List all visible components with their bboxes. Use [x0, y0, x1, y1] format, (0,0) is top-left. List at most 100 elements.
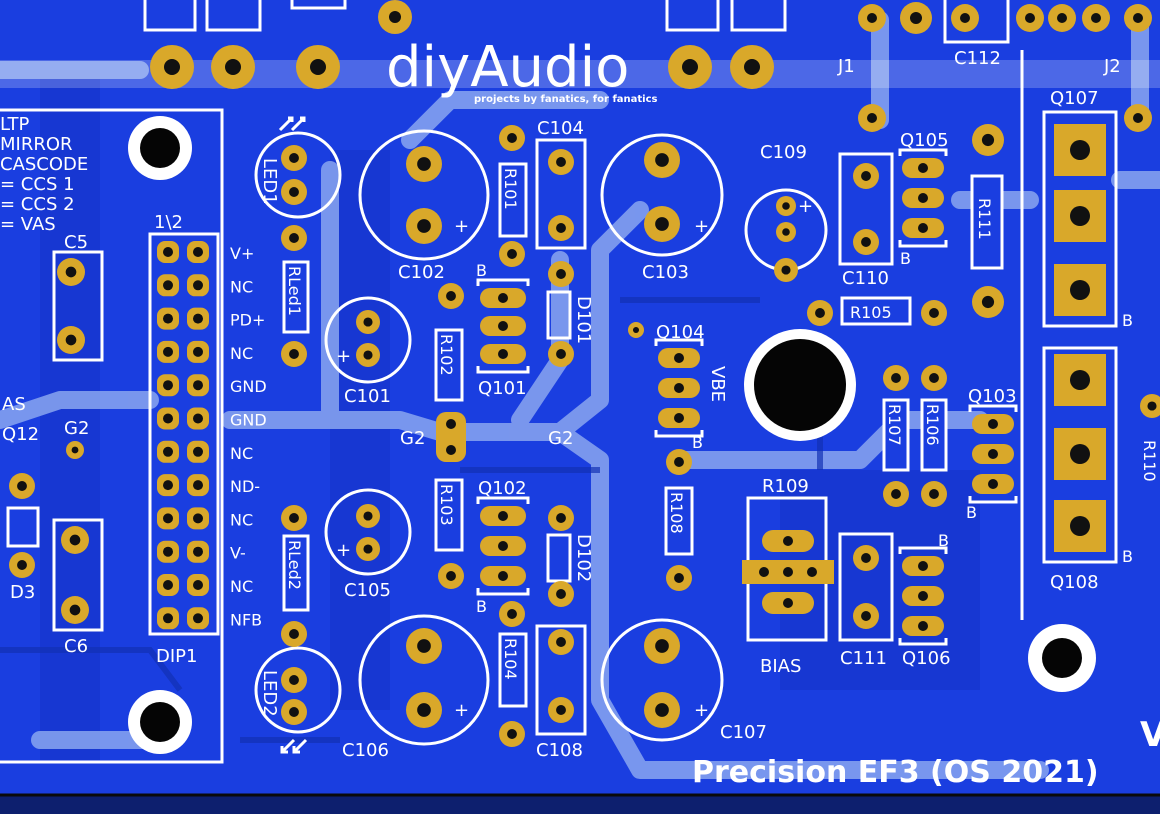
led-arrow-icons [278, 116, 308, 754]
dip-pin-label: V+ [230, 244, 254, 263]
svg-text:C106: C106 [342, 740, 389, 761]
svg-text:+: + [336, 346, 351, 367]
svg-text:R106: R106 [923, 404, 942, 446]
dip-pin-label: NC [230, 510, 253, 529]
svg-text:Q102: Q102 [478, 478, 527, 499]
silkscreen-labels: LTP MIRROR CASCODE = CCS 1 = CCS 2 = VAS… [0, 48, 1160, 790]
svg-text:LED2: LED2 [259, 670, 280, 717]
svg-text:Q107: Q107 [1050, 88, 1099, 109]
svg-text:R102: R102 [437, 334, 456, 376]
through-hole-pads [9, 124, 1160, 747]
svg-text:= CCS 1: = CCS 1 [0, 174, 75, 195]
svg-text:CASCODE: CASCODE [0, 154, 88, 175]
svg-text:RLed1: RLed1 [285, 266, 304, 316]
svg-text:J1: J1 [837, 56, 855, 77]
svg-text:B: B [476, 261, 487, 280]
dip-pin-label: PD+ [230, 311, 265, 330]
svg-text:Q108: Q108 [1050, 572, 1099, 593]
svg-text:B: B [476, 597, 487, 616]
svg-text:= VAS: = VAS [0, 214, 56, 235]
svg-text:R107: R107 [885, 404, 904, 446]
svg-text:G2: G2 [400, 428, 425, 449]
svg-text:Q103: Q103 [968, 386, 1017, 407]
svg-text:Q104: Q104 [656, 322, 705, 343]
svg-text:C101: C101 [344, 386, 391, 407]
svg-text:MIRROR: MIRROR [0, 134, 73, 155]
svg-text:+: + [454, 700, 469, 721]
electrolytic-caps [254, 129, 828, 746]
svg-text:R109: R109 [762, 476, 809, 497]
svg-text:G2: G2 [548, 428, 573, 449]
svg-text:B: B [1122, 311, 1133, 330]
svg-text:R105: R105 [850, 303, 892, 322]
dip-pin-label: V- [230, 544, 246, 563]
svg-text:R111: R111 [975, 198, 994, 240]
dip-pin-label: ND- [230, 477, 260, 496]
svg-text:+: + [694, 216, 709, 237]
dip-pin-label: NC [230, 444, 253, 463]
svg-text:C102: C102 [398, 262, 445, 283]
svg-text:+: + [336, 540, 351, 561]
svg-text:+: + [798, 196, 813, 217]
dip-header [148, 232, 220, 636]
svg-text:C5: C5 [64, 232, 88, 253]
diyaudio-logo: diyAudio [386, 35, 629, 100]
svg-text:VBE: VBE [707, 366, 728, 402]
component-outlines [6, 50, 1118, 736]
dip-pin-label: NC [230, 277, 253, 296]
svg-text:Q106: Q106 [902, 648, 951, 669]
svg-text:R110: R110 [1140, 440, 1159, 482]
svg-text:Q105: Q105 [900, 130, 949, 151]
board-bottom-edge [0, 795, 1160, 814]
svg-text:B: B [966, 503, 977, 522]
svg-text:C104: C104 [537, 118, 584, 139]
svg-text:C109: C109 [760, 142, 807, 163]
dip-pin-label: NC [230, 344, 253, 363]
dip-pin-label: GND [230, 377, 267, 396]
svg-text:G2: G2 [64, 418, 89, 439]
svg-text:R101: R101 [501, 168, 520, 210]
svg-text:C110: C110 [842, 268, 889, 289]
svg-text:BIAS: BIAS [760, 656, 801, 677]
dip-pin-label: NFB [230, 610, 262, 629]
svg-text:C105: C105 [344, 580, 391, 601]
svg-text:+: + [694, 700, 709, 721]
notes-panel [0, 108, 224, 764]
svg-text:D3: D3 [10, 582, 35, 603]
svg-text:Q12: Q12 [2, 424, 39, 445]
svg-text:LTP: LTP [0, 114, 30, 135]
svg-text:RLed2: RLed2 [285, 540, 304, 590]
svg-text:V: V [1140, 715, 1160, 755]
dip-pin-label: GND [230, 411, 267, 430]
svg-text:D101: D101 [573, 296, 594, 344]
svg-text:B: B [900, 249, 911, 268]
svg-text:R104: R104 [501, 638, 520, 680]
svg-text:C108: C108 [536, 740, 583, 761]
svg-text:= CCS 2: = CCS 2 [0, 194, 75, 215]
svg-text:R108: R108 [667, 492, 686, 534]
svg-text:C107: C107 [720, 722, 767, 743]
resistor-outlines [282, 162, 1004, 708]
svg-text:C112: C112 [954, 48, 1001, 69]
board-title: Precision EF3 (OS 2021) [692, 755, 1099, 790]
mounting-holes [128, 116, 1096, 754]
svg-text:B: B [1122, 547, 1133, 566]
svg-text:AS: AS [2, 394, 26, 415]
svg-text:LED1: LED1 [259, 158, 280, 205]
svg-text:C111: C111 [840, 648, 887, 669]
svg-text:1\2: 1\2 [154, 212, 183, 233]
svg-text:R103: R103 [437, 484, 456, 526]
svg-text:+: + [454, 216, 469, 237]
svg-text:B: B [692, 433, 703, 452]
svg-text:C103: C103 [642, 262, 689, 283]
svg-text:DIP1: DIP1 [156, 646, 197, 667]
dip-pin-grid [157, 241, 209, 630]
svg-text:C6: C6 [64, 636, 88, 657]
svg-text:D102: D102 [573, 534, 594, 582]
diyaudio-tagline: projects by fanatics, for fanatics [474, 94, 658, 105]
svg-text:J2: J2 [1103, 56, 1121, 77]
svg-text:Q101: Q101 [478, 378, 527, 399]
svg-text:B: B [938, 531, 949, 550]
